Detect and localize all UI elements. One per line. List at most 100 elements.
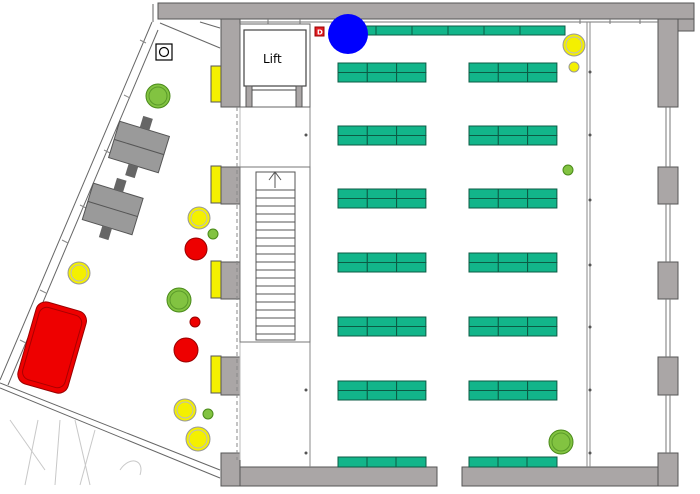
desk[interactable] bbox=[337, 188, 368, 199]
top-bench bbox=[339, 25, 566, 36]
desk[interactable] bbox=[396, 390, 427, 401]
desk[interactable] bbox=[527, 72, 558, 83]
desk[interactable] bbox=[396, 380, 427, 391]
desk[interactable] bbox=[527, 390, 558, 401]
desk[interactable] bbox=[396, 62, 427, 73]
plant-marker bbox=[166, 287, 192, 313]
desk[interactable] bbox=[527, 198, 558, 209]
desk[interactable] bbox=[366, 188, 398, 199]
floor-hatch bbox=[9, 419, 142, 486]
plant-marker-small bbox=[207, 228, 219, 240]
plant-marker bbox=[145, 83, 171, 109]
desk[interactable] bbox=[396, 72, 427, 83]
desk[interactable] bbox=[468, 135, 499, 146]
red-marker bbox=[173, 337, 199, 363]
desk[interactable] bbox=[497, 198, 529, 209]
right-windows bbox=[665, 107, 671, 453]
desk[interactable] bbox=[497, 188, 529, 199]
desk[interactable] bbox=[497, 262, 529, 273]
desk[interactable] bbox=[337, 135, 368, 146]
desk[interactable] bbox=[337, 316, 368, 327]
desk[interactable] bbox=[337, 72, 368, 83]
main-walls bbox=[157, 2, 695, 487]
yellow-marker bbox=[185, 426, 211, 452]
desk[interactable] bbox=[527, 380, 558, 391]
plant-marker-small bbox=[202, 408, 214, 420]
location-dot-icon[interactable] bbox=[328, 14, 368, 54]
desk[interactable] bbox=[337, 262, 368, 273]
desk[interactable] bbox=[366, 326, 398, 337]
desk[interactable] bbox=[527, 188, 558, 199]
lift-label: Lift bbox=[263, 52, 282, 66]
desk[interactable] bbox=[468, 316, 499, 327]
desk[interactable] bbox=[468, 326, 499, 337]
desk[interactable] bbox=[396, 252, 427, 263]
desk[interactable] bbox=[527, 135, 558, 146]
camera-square-icon bbox=[155, 43, 173, 61]
bottom-desks bbox=[337, 456, 558, 468]
desk[interactable] bbox=[468, 198, 499, 209]
desk[interactable] bbox=[366, 262, 398, 273]
desk[interactable] bbox=[337, 62, 368, 73]
wall-panel bbox=[210, 260, 222, 299]
desk[interactable] bbox=[468, 62, 499, 73]
desk[interactable] bbox=[497, 390, 529, 401]
desk[interactable] bbox=[497, 72, 529, 83]
desk[interactable] bbox=[396, 188, 427, 199]
desk[interactable] bbox=[366, 316, 398, 327]
desk[interactable] bbox=[527, 252, 558, 263]
lift: Lift bbox=[239, 23, 311, 108]
top-windows bbox=[240, 19, 658, 24]
red-marker-small bbox=[189, 316, 201, 328]
wall-panel bbox=[210, 355, 222, 394]
desk[interactable] bbox=[468, 390, 499, 401]
desk[interactable] bbox=[527, 262, 558, 273]
desk[interactable] bbox=[497, 316, 529, 327]
desk[interactable] bbox=[337, 125, 368, 136]
d-sign-label: D bbox=[317, 29, 323, 37]
desk[interactable] bbox=[527, 125, 558, 136]
desk[interactable] bbox=[497, 135, 529, 146]
desk[interactable] bbox=[468, 252, 499, 263]
desk[interactable] bbox=[497, 62, 529, 73]
desk[interactable] bbox=[337, 390, 368, 401]
desk[interactable] bbox=[497, 380, 529, 391]
desk[interactable] bbox=[468, 188, 499, 199]
lounge-tables bbox=[81, 115, 171, 241]
desk[interactable] bbox=[366, 390, 398, 401]
desk[interactable] bbox=[396, 135, 427, 146]
desk[interactable] bbox=[337, 252, 368, 263]
desk[interactable] bbox=[396, 125, 427, 136]
desk[interactable] bbox=[337, 198, 368, 209]
desk-area bbox=[337, 62, 558, 401]
markers bbox=[67, 33, 586, 455]
desk[interactable] bbox=[527, 62, 558, 73]
desk[interactable] bbox=[337, 326, 368, 337]
desk[interactable] bbox=[468, 262, 499, 273]
desk[interactable] bbox=[337, 380, 368, 391]
desk[interactable] bbox=[396, 262, 427, 273]
desk[interactable] bbox=[497, 252, 529, 263]
desk[interactable] bbox=[497, 326, 529, 337]
desk[interactable] bbox=[366, 125, 398, 136]
desk[interactable] bbox=[366, 62, 398, 73]
desk[interactable] bbox=[527, 316, 558, 327]
desk[interactable] bbox=[366, 72, 398, 83]
desk[interactable] bbox=[468, 72, 499, 83]
desk[interactable] bbox=[468, 125, 499, 136]
red-sofa bbox=[17, 301, 87, 394]
desk[interactable] bbox=[396, 326, 427, 337]
desk[interactable] bbox=[497, 125, 529, 136]
window-ticks bbox=[19, 39, 147, 344]
desk[interactable] bbox=[366, 252, 398, 263]
desk[interactable] bbox=[468, 380, 499, 391]
desk[interactable] bbox=[366, 198, 398, 209]
desk[interactable] bbox=[396, 316, 427, 327]
wall-panel bbox=[210, 65, 222, 103]
staircase-icon bbox=[239, 166, 311, 343]
desk[interactable] bbox=[396, 198, 427, 209]
desk[interactable] bbox=[527, 326, 558, 337]
desk[interactable] bbox=[366, 135, 398, 146]
desk[interactable] bbox=[366, 380, 398, 391]
